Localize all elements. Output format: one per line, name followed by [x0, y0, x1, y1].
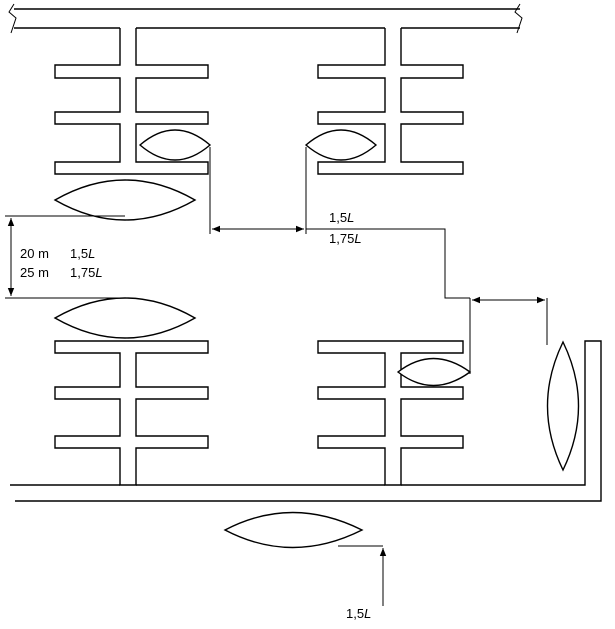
boat-outside-quay [223, 511, 364, 549]
boat-top-right-berth [304, 129, 378, 161]
pier-top-left [54, 28, 209, 175]
boat-bottom-right-berth [396, 357, 472, 387]
label-bottom-gap: 1,5L [346, 606, 371, 621]
dimension-right-berth [469, 296, 548, 374]
dimension-bottom [338, 545, 387, 606]
label-top-gap-2: 1,75L [329, 231, 362, 246]
dimension-fairway [5, 215, 125, 299]
boat-fairway-lower [53, 297, 197, 339]
label-top-gap-1: 1,5L [329, 210, 354, 225]
boat-alongside-quay [546, 340, 580, 472]
pier-top-right [317, 28, 464, 175]
bottom-quay [10, 340, 602, 502]
boat-top-left-berth [138, 129, 212, 161]
dimension-top-berths [209, 147, 470, 299]
top-quay [8, 3, 523, 34]
pier-bottom-left [54, 340, 209, 486]
boat-fairway-upper [53, 179, 197, 221]
